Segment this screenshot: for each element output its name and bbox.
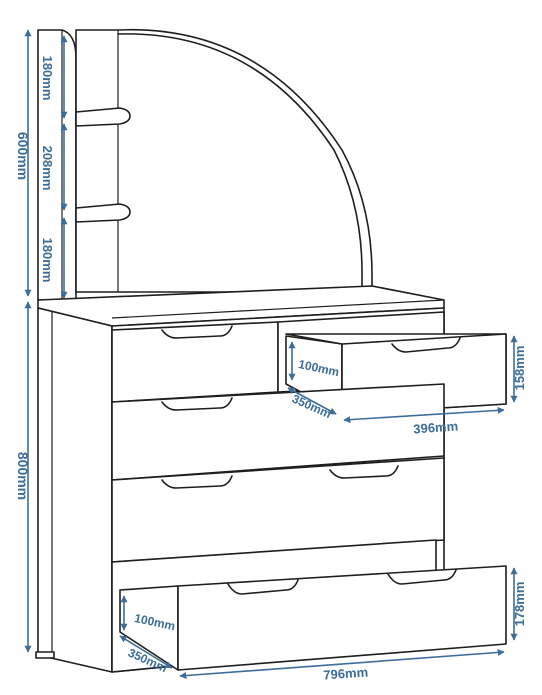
drawer-handle (391, 337, 461, 353)
dim-line-large-drawer-depth (119, 635, 173, 669)
drawer-bottom-open (111, 539, 507, 673)
hutch-arch-back (75, 28, 373, 293)
label-upper-height: 600mm (15, 132, 31, 180)
drawer-row-3 (111, 457, 445, 563)
shelf-upper (75, 107, 131, 127)
label-small-drawer-width: 396mm (413, 418, 459, 436)
drawer-top-left (111, 321, 279, 403)
dim-line-large-drawer-width (179, 648, 505, 680)
foot-left (35, 651, 55, 659)
drawer-handle (387, 569, 457, 585)
hutch-arch-inner (117, 33, 363, 291)
label-shelf-top: 180mm (40, 56, 55, 101)
dim-line-small-drawer-depth (287, 387, 337, 415)
label-large-drawer-height: 178mm (512, 582, 527, 627)
label-large-drawer-width: 796mm (323, 664, 369, 682)
drawer-handle (161, 325, 233, 339)
label-small-drawer-height: 158mm (512, 346, 527, 391)
dim-line-small-drawer-width (343, 406, 505, 424)
shelf-lower (75, 203, 131, 223)
drawers (111, 311, 507, 673)
hutch (37, 28, 373, 301)
drawer-handle (161, 397, 233, 411)
cabinet-side (37, 307, 113, 673)
cabinet-top-edge (111, 299, 445, 319)
label-shelf-middle: 208mm (40, 146, 55, 191)
dimension-lines (24, 29, 518, 680)
label-shelf-bottom: 180mm (40, 238, 55, 283)
drawer-handle (161, 475, 233, 489)
label-lower-height: 800mm (15, 452, 31, 500)
drawer-handle (329, 465, 399, 479)
drawer-handle (227, 579, 299, 595)
